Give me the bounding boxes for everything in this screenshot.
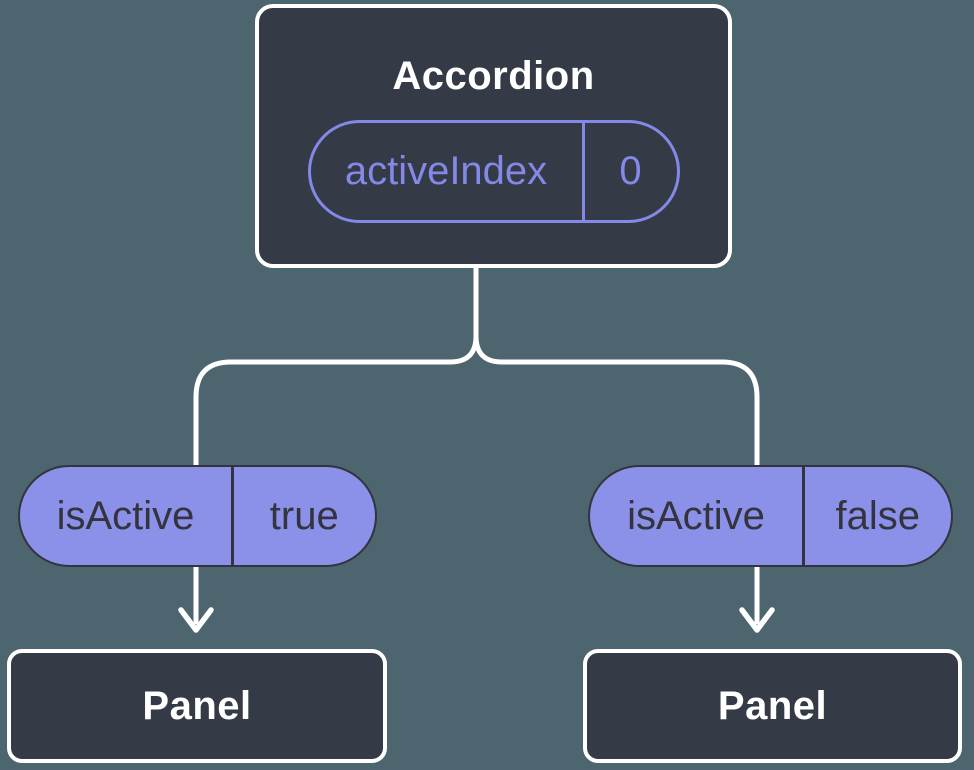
state-pill-divider	[581, 123, 585, 220]
panel-node-right: Panel	[583, 649, 962, 763]
state-pill-name: activeIndex	[344, 149, 548, 193]
prop-pill-value: true	[269, 493, 339, 538]
prop-pill-name: isActive	[56, 493, 195, 538]
arrow-down-icon	[739, 607, 775, 633]
prop-pill-divider	[802, 467, 805, 565]
accordion-node-title: Accordion	[392, 54, 595, 98]
arrow-down-icon	[178, 607, 214, 633]
panel-node-title: Panel	[142, 684, 252, 728]
state-pill: activeIndex 0	[307, 120, 680, 223]
prop-pill-right: isActive false	[588, 465, 953, 567]
prop-pill-value: false	[835, 493, 921, 538]
panel-node-title: Panel	[717, 684, 828, 728]
accordion-node: Accordion activeIndex 0	[255, 4, 732, 268]
prop-pill-name: isActive	[627, 493, 765, 538]
prop-pill-left: isActive true	[18, 465, 377, 567]
panel-node-left: Panel	[7, 649, 387, 763]
state-pill-value: 0	[619, 149, 642, 193]
connector-root-to-right-child	[473, 265, 760, 625]
prop-pill-divider	[231, 467, 234, 565]
connector-root-to-left-child	[193, 265, 479, 625]
